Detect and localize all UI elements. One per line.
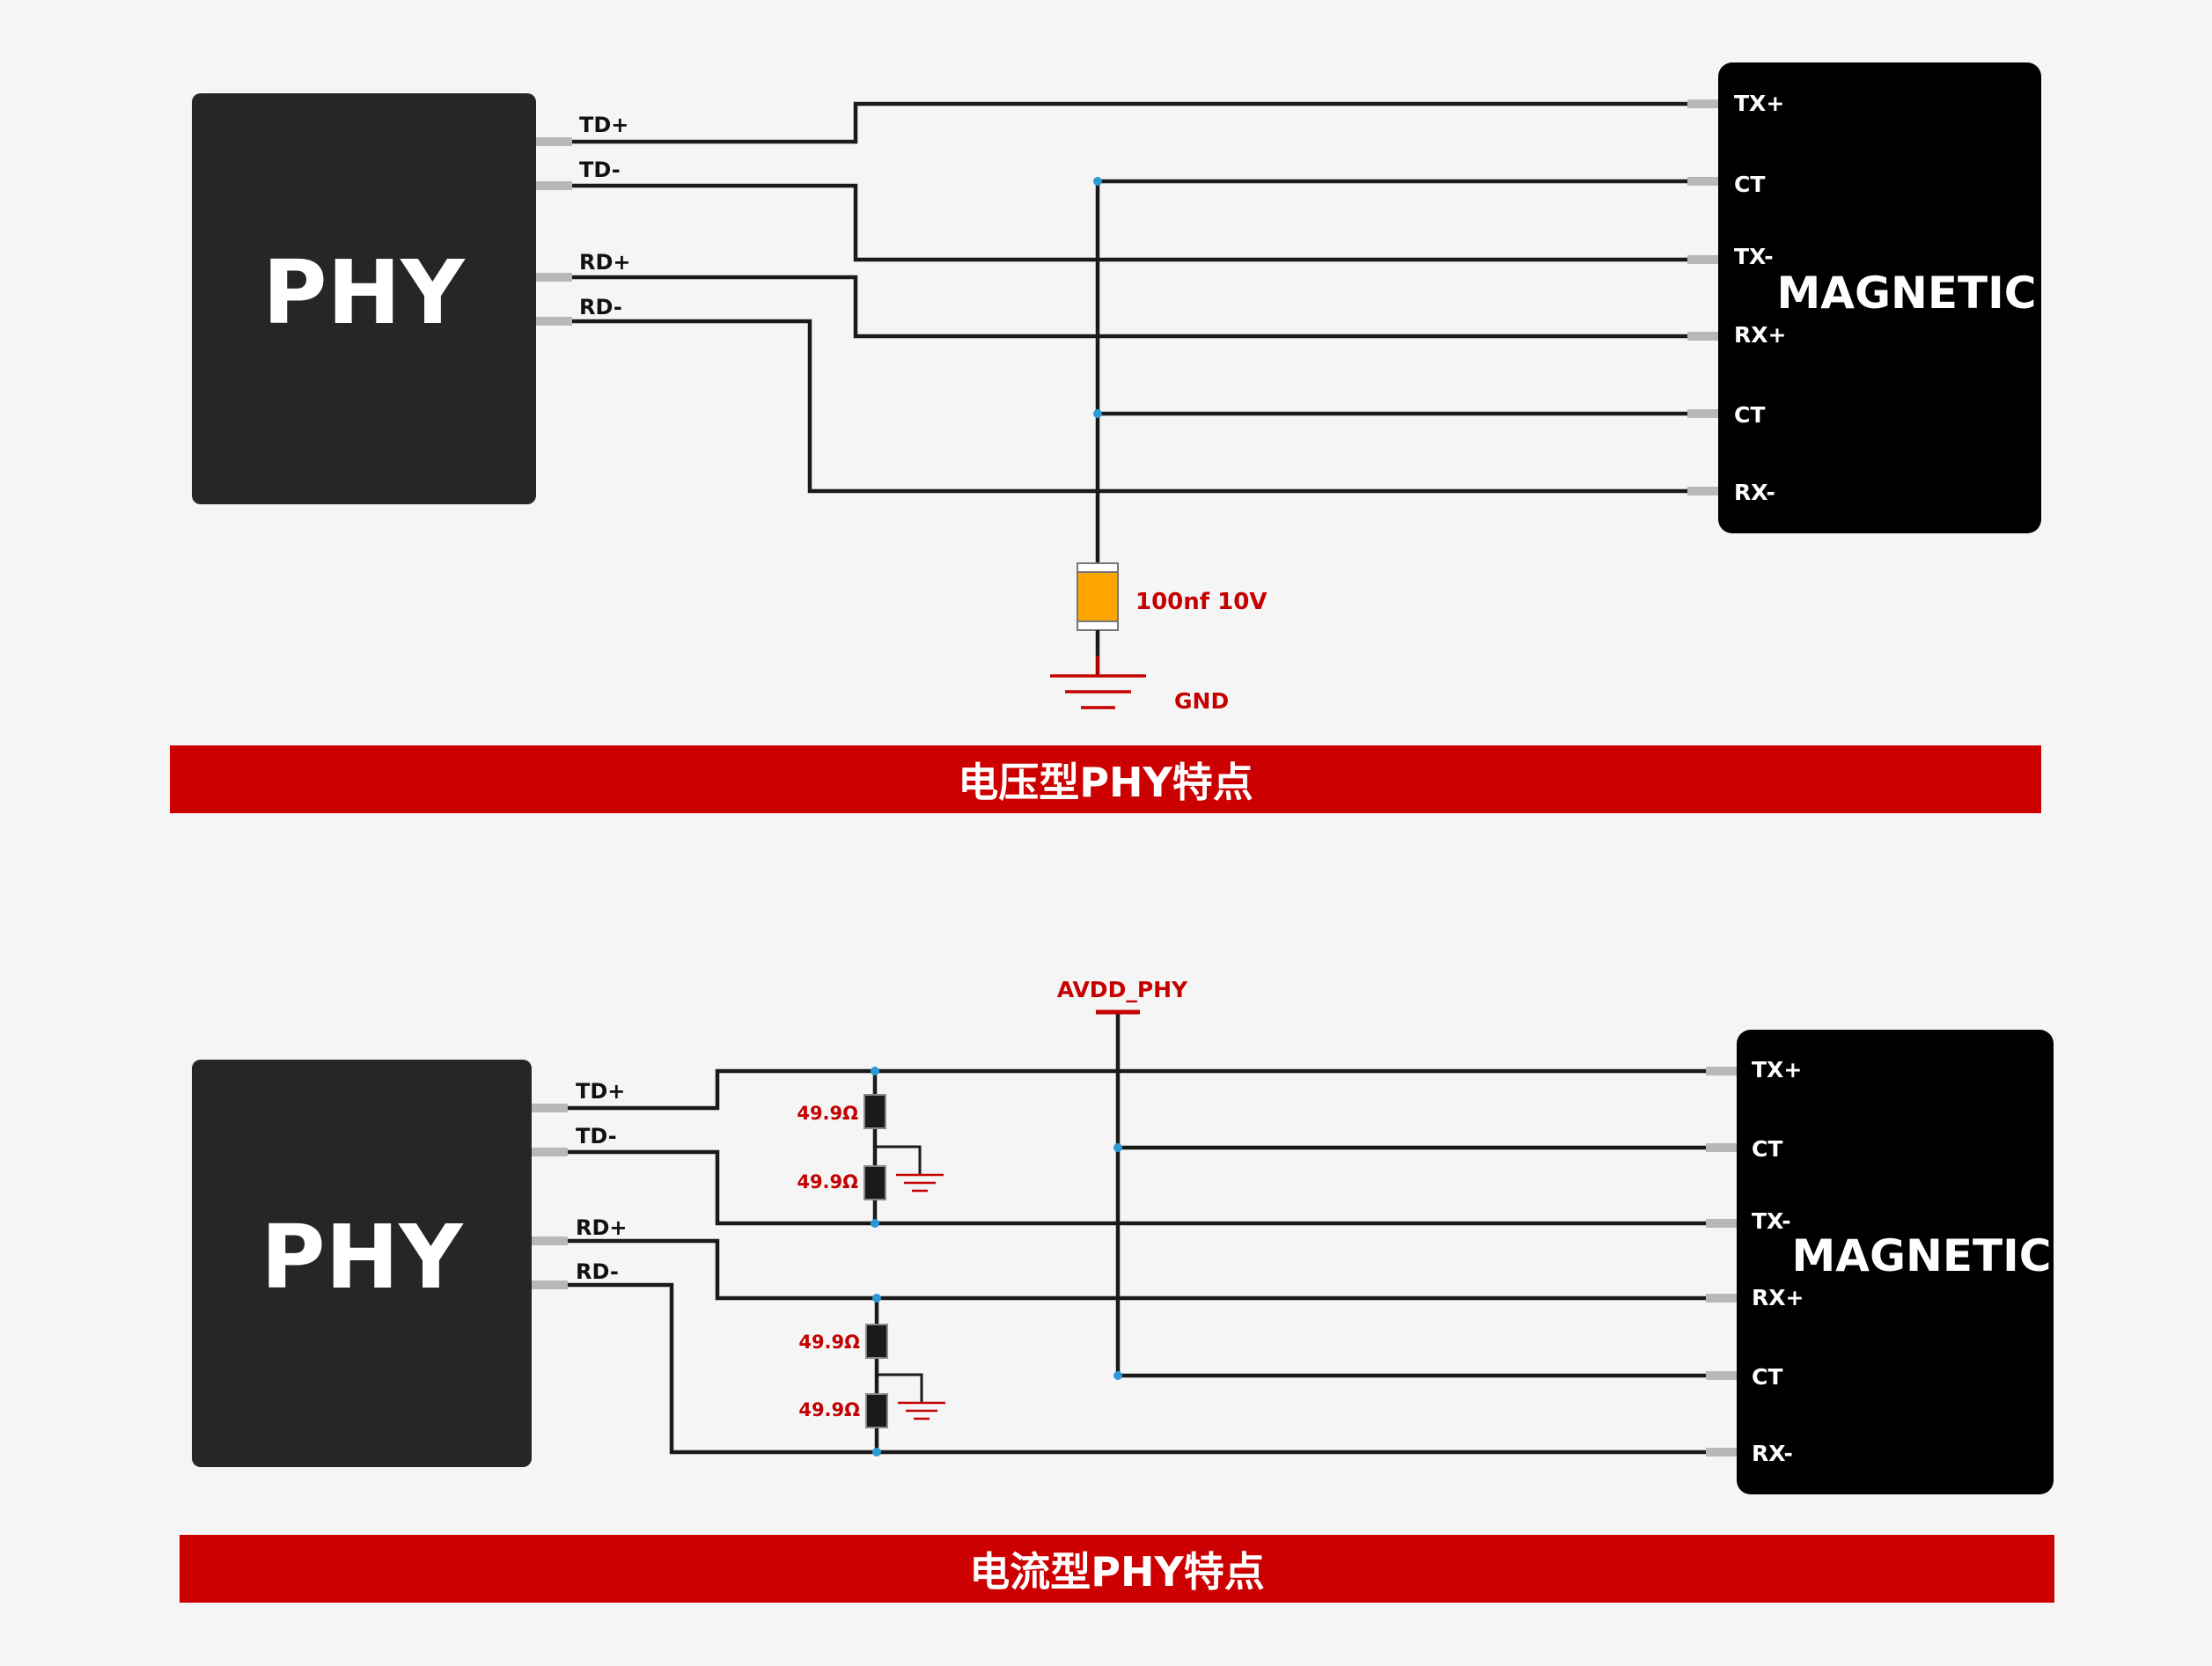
- bottom-junction-node: [872, 1294, 881, 1303]
- bottom-magnetic-label: MAGNETIC: [1792, 1230, 2052, 1281]
- top-wire-td-minus: [572, 183, 1687, 262]
- bottom-junction-node: [871, 1219, 879, 1228]
- voltage-mode-caption-bar: 电压型PHY特点: [170, 745, 2041, 813]
- capacitor-icon: [1077, 562, 1119, 631]
- top-mag-pin-ct2: CT: [1734, 402, 1765, 428]
- top-junction-node: [1093, 409, 1102, 418]
- resistor-label: 49.9Ω: [798, 1332, 860, 1353]
- bottom-wire-rd-plus: [568, 1238, 1706, 1301]
- bottom-junction-node: [871, 1067, 879, 1075]
- ground-icon: [896, 1173, 944, 1193]
- bottom-mag-pin-rx-plus: RX+: [1752, 1285, 1804, 1310]
- resistor-icon: [863, 1165, 886, 1200]
- top-magnetic-label: MAGNETIC: [1777, 268, 2037, 319]
- bottom-phy-pin-rd-plus: RD+: [576, 1215, 628, 1240]
- voltage-mode-section: PHY TD+ TD- RD+ RD- MAGNETIC TX+ CT TX- …: [192, 62, 2041, 714]
- bottom-junction-node: [1113, 1371, 1122, 1380]
- current-mode-section: PHY TD+ TD- RD+ RD- MAGNETIC TX+ CT TX- …: [192, 977, 2054, 1494]
- resistor-label: 49.9Ω: [797, 1171, 858, 1193]
- resistor-icon: [865, 1393, 888, 1428]
- bottom-wire-td-plus: [568, 1068, 1706, 1111]
- voltage-mode-caption: 电压型PHY特点: [958, 758, 1253, 806]
- top-phy-pin-rd-plus: RD+: [579, 250, 631, 275]
- top-junction-node: [1093, 177, 1102, 186]
- ground-icon: [1050, 656, 1146, 709]
- top-mag-pin-rx-plus: RX+: [1734, 322, 1786, 348]
- current-mode-caption-bar: 电流型PHY特点: [180, 1535, 2054, 1603]
- top-phy-label: PHY: [262, 241, 466, 344]
- top-wire-rd-minus: [572, 319, 1687, 494]
- resistor-label: 49.9Ω: [798, 1399, 860, 1420]
- bottom-phy-pin-td-minus: TD-: [576, 1124, 617, 1149]
- top-phy-pin-td-minus: TD-: [579, 158, 621, 182]
- top-phy-pin-rd-minus: RD-: [579, 295, 622, 319]
- bottom-mag-pin-rx-minus: RX-: [1752, 1441, 1793, 1466]
- supply-label: AVDD_PHY: [1057, 977, 1188, 1002]
- capacitor-label: 100nf 10V: [1135, 589, 1267, 615]
- gnd-label: GND: [1174, 688, 1229, 714]
- bottom-mag-pin-ct2: CT: [1752, 1364, 1782, 1390]
- bottom-mag-pin-tx-minus: TX-: [1752, 1208, 1791, 1234]
- bottom-junction-node: [1113, 1143, 1122, 1152]
- top-mag-pin-ct1: CT: [1734, 172, 1765, 197]
- bottom-phy-label: PHY: [261, 1206, 464, 1309]
- bottom-magnetic-block: [1737, 1030, 2054, 1494]
- top-phy-pin-td-plus: TD+: [579, 113, 628, 137]
- top-wire-td-plus: [572, 101, 1687, 144]
- resistor-label: 49.9Ω: [797, 1103, 858, 1124]
- bottom-mag-pin-ct1: CT: [1752, 1136, 1782, 1162]
- current-mode-caption: 电流型PHY特点: [969, 1547, 1265, 1596]
- top-mag-pin-tx-minus: TX-: [1734, 244, 1774, 269]
- bottom-mag-pin-tx-plus: TX+: [1752, 1057, 1802, 1083]
- bottom-phy-pin-td-plus: TD+: [576, 1079, 625, 1104]
- top-magnetic-block: [1718, 62, 2041, 533]
- ground-icon: [898, 1401, 945, 1420]
- top-mag-pin-tx-plus: TX+: [1734, 91, 1784, 116]
- top-phy-chip: [192, 93, 536, 504]
- top-wire-rd-plus: [572, 275, 1687, 339]
- resistor-icon: [863, 1094, 886, 1129]
- bottom-wire-td-minus: [568, 1149, 1706, 1226]
- bottom-phy-chip: [192, 1060, 532, 1467]
- resistor-icon: [865, 1324, 888, 1359]
- bottom-junction-node: [872, 1448, 881, 1457]
- bottom-wire-rd-minus: [568, 1282, 1706, 1455]
- bottom-phy-pin-rd-minus: RD-: [576, 1259, 619, 1284]
- tx-termination-gnd-wire: [875, 1145, 922, 1175]
- top-mag-pin-rx-minus: RX-: [1734, 480, 1775, 505]
- rx-termination-gnd-wire: [877, 1373, 923, 1403]
